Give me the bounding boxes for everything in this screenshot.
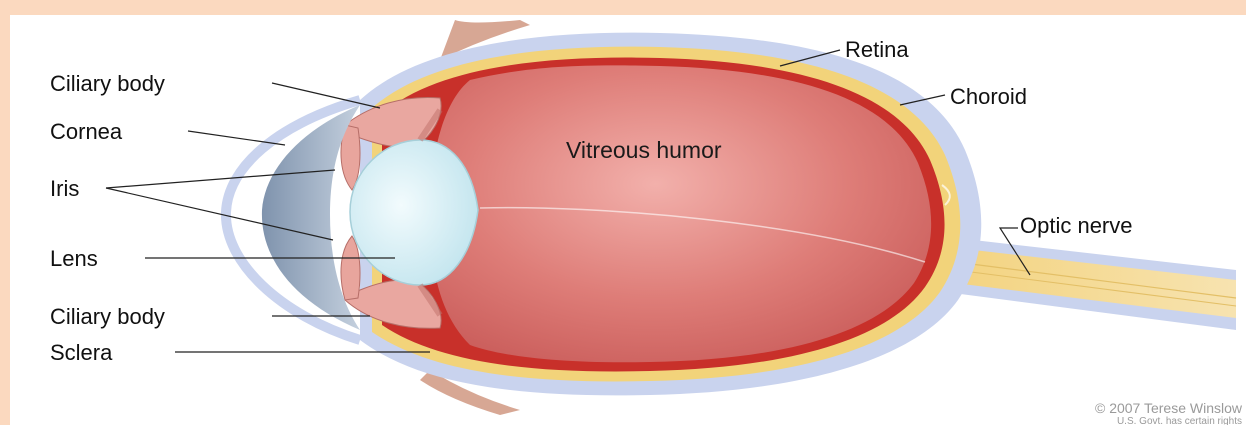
vitreous-humor-shape [430,65,931,362]
label-choroid: Choroid [950,84,1027,109]
label-sclera: Sclera [50,340,113,365]
label-ciliary-body-top: Ciliary body [50,71,165,96]
label-vitreous-humor: Vitreous humor [566,137,722,163]
label-retina: Retina [845,37,909,62]
label-ciliary-body-bottom: Ciliary body [50,304,165,329]
leader-ciliary-body-top [272,83,380,108]
label-iris: Iris [50,176,79,201]
label-cornea: Cornea [50,119,123,144]
label-optic-nerve: Optic nerve [1020,213,1133,238]
diagram-canvas: Ciliary body Cornea Iris Lens Ciliary bo… [10,15,1246,425]
eye-anatomy-diagram: Ciliary body Cornea Iris Lens Ciliary bo… [10,15,1246,425]
label-lens: Lens [50,246,98,271]
rights-line: U.S. Govt. has certain rights [1117,416,1242,425]
copyright-line: © 2007 Terese Winslow [1095,400,1243,416]
